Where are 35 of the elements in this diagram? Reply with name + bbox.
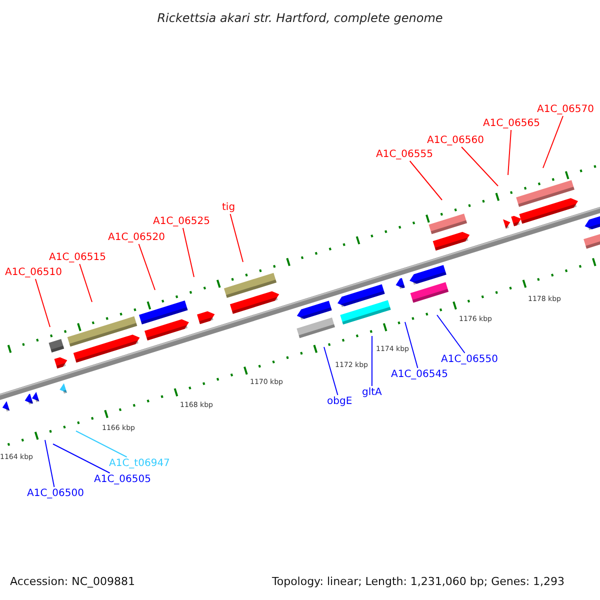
leader-line [542, 116, 564, 168]
leader-line [508, 130, 512, 176]
gene-label: A1C_06510 [5, 266, 62, 279]
leader-line [436, 314, 466, 354]
gene-label: A1C_06500 [27, 487, 84, 500]
gene-label: A1C_06565 [483, 117, 540, 130]
gene-label: A1C_t06947 [109, 457, 170, 470]
leader-line [34, 278, 50, 328]
leader-line [461, 146, 498, 186]
gene-label: tig [222, 201, 236, 214]
gene-label: obgE [327, 395, 352, 408]
leader-line [182, 228, 194, 278]
leader-line [79, 264, 92, 302]
leader-line [404, 322, 418, 368]
leader-line [324, 346, 338, 396]
gene-label: A1C_06570 [537, 103, 594, 116]
gene-label: A1C_06545 [391, 368, 448, 381]
title: Rickettsia akari str. Hartford, complete genome [156, 10, 444, 26]
leader-line [76, 430, 128, 458]
footer-text: Accession: NC_009881 [10, 575, 136, 589]
leader-line [52, 444, 110, 474]
footer-text: Topology: linear; Length: 1,231,060 bp; Genes: 1,293 [272, 575, 565, 589]
leader-line [230, 214, 244, 262]
leader-line [138, 244, 156, 290]
gene-label: A1C_06550 [441, 353, 498, 366]
gene-label: A1C_06560 [427, 134, 484, 147]
leader-line [44, 440, 55, 488]
gene-label: A1C_06520 [108, 231, 165, 244]
gene-label: A1C_06515 [49, 251, 106, 264]
gene-label: A1C_06505 [94, 473, 151, 486]
leader-line [409, 160, 442, 200]
gene-label: A1C_06525 [153, 215, 210, 228]
leader-line [371, 336, 372, 386]
gene-label: gltA [362, 386, 382, 399]
gene-label: A1C_06555 [376, 148, 433, 161]
